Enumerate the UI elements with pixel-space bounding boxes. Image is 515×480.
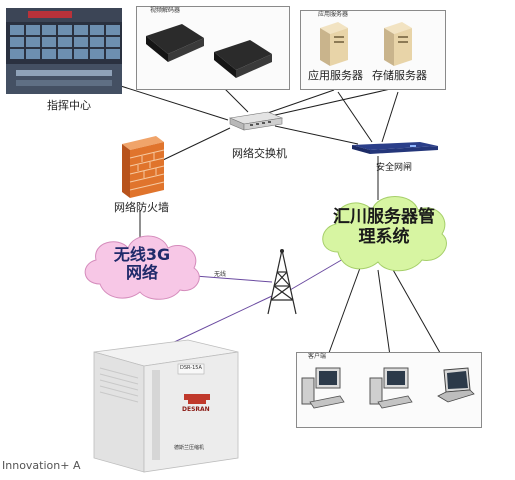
server-tower-icon [320, 22, 348, 66]
video-decoder-group-label: 视频解码器 [150, 7, 181, 14]
desktop-computer-icon [301, 367, 345, 409]
management-system-cloud [322, 196, 447, 272]
wireless-network-label-line2: 网络 [125, 263, 158, 283]
command-center-label: 指挥中心 [47, 99, 91, 112]
compressor-footer-text: 德斯兰压缩机 [174, 445, 205, 451]
wireless-network-label-line1: 无线3G [113, 245, 171, 264]
wireless-network-cloud [84, 235, 200, 300]
security-gateway-label: 安全网闸 [376, 163, 413, 173]
link-switch-app-server [261, 89, 335, 116]
compressor-model-plate: DSR-15A [180, 365, 202, 371]
storage-server-label: 存储服务器 [372, 69, 427, 82]
link-app-gateway [337, 91, 373, 143]
security-gateway-icon [352, 142, 438, 154]
link-tower-management [289, 254, 351, 291]
link-switch-gateway [274, 125, 359, 145]
link-cloud-tower [194, 275, 273, 283]
server-group-label: 应用服务器 [318, 11, 349, 18]
link-storage-gateway [381, 91, 399, 143]
app-server-label: 应用服务器 [308, 69, 363, 82]
wireless-network-label: 无线3G 网络 [100, 245, 184, 283]
laptop-icon [437, 367, 475, 403]
air-compressor-icon [93, 339, 239, 473]
video-decoder-icon [146, 24, 204, 62]
management-system-label-line1: 汇川服务器管 [333, 207, 435, 227]
management-system-label-line2: 理系统 [358, 226, 410, 247]
video-wall-icon [6, 8, 122, 94]
radio-link-label: 无线 [214, 271, 227, 278]
network-switch-icon [228, 111, 284, 131]
link-switch-firewall [162, 127, 231, 161]
radio-tower-icon [267, 249, 297, 315]
client-group-label: 客户端 [308, 353, 327, 360]
link-switch-decoders [221, 85, 249, 113]
firewall-label: 网络防火墙 [114, 201, 169, 214]
compressor-brand: DESRAN [182, 406, 210, 413]
link-tower-compressor [167, 295, 273, 346]
network-switch-label: 网络交换机 [232, 147, 287, 160]
video-decoder-icon [214, 40, 272, 78]
server-tower-icon [384, 22, 412, 66]
watermark-text: Innovation+ A [2, 459, 81, 472]
firewall-icon [122, 136, 165, 198]
desktop-computer-icon [369, 367, 413, 409]
link-switch-storage-server [261, 87, 396, 119]
link-switch-command [107, 81, 229, 121]
command-center-photo [6, 8, 122, 94]
management-system-label: 汇川服务器管 理系统 [330, 207, 438, 247]
